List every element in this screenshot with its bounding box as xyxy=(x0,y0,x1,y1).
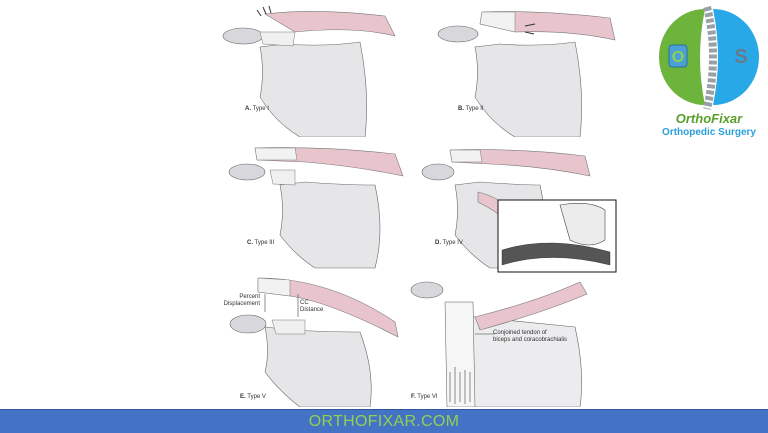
footer-banner: ORTHOFIXAR.COM xyxy=(0,409,768,433)
panel-label-f: F. Type VI xyxy=(411,394,438,400)
type-4-shoulder-illustration xyxy=(421,149,617,273)
panel-type-4: D. Type IV xyxy=(420,140,620,275)
panel-label-a: A. Type I xyxy=(245,106,269,112)
panel-label-e: E. Type V xyxy=(240,394,266,400)
panel-type-3: C. Type III xyxy=(225,140,425,275)
orthofixar-logo: O S OrthoFixar Orthopedic Surgery xyxy=(655,5,763,140)
svg-text:O: O xyxy=(672,49,684,66)
panel-label-c: C. Type III xyxy=(247,240,275,246)
spine-yin-yang-icon: O S xyxy=(659,6,759,110)
panel-label-d: D. Type IV xyxy=(435,240,463,246)
type-1-shoulder-illustration xyxy=(222,5,396,137)
type-3-shoulder-illustration xyxy=(228,147,404,269)
type-5-shoulder-illustration xyxy=(229,277,399,407)
type-2-shoulder-illustration xyxy=(437,11,616,137)
logo-subtitle: Orthopedic Surgery xyxy=(662,127,756,138)
svg-text:S: S xyxy=(734,46,747,68)
panel-type-1: A. Type I xyxy=(205,2,405,137)
panel-type-2: B. Type II xyxy=(420,2,620,137)
type-6-shoulder-illustration xyxy=(410,281,588,407)
footer-site-link[interactable]: ORTHOFIXAR.COM xyxy=(308,412,460,430)
panel-label-b: B. Type II xyxy=(458,106,484,112)
logo-title: OrthoFixar xyxy=(675,111,743,126)
